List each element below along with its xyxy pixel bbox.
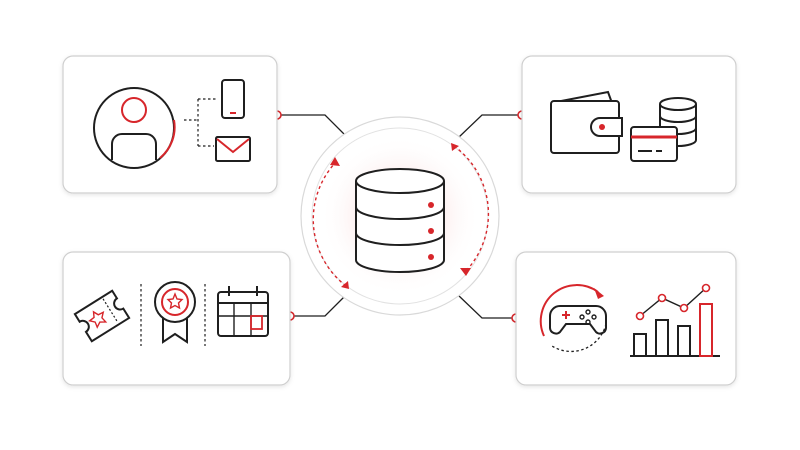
ticket-star-icon: [73, 289, 131, 343]
calendar-icon: [217, 286, 269, 337]
panel-gaming: [515, 251, 737, 386]
card-payments: [521, 55, 737, 194]
gamepad-refresh-icon: [539, 284, 607, 353]
connector-identity: [277, 114, 349, 139]
award-ribbon-icon: [154, 281, 196, 344]
smartphone-icon: [221, 79, 245, 119]
envelope-icon: [215, 136, 251, 162]
panel-payments: [521, 55, 737, 194]
database-icon: [355, 168, 445, 273]
sync-arrows-icon: [312, 145, 490, 287]
user-avatar-icon: [93, 87, 176, 169]
wallet-icon: [550, 90, 623, 154]
dotted-links: [184, 98, 216, 147]
connector-gaming: [457, 294, 516, 319]
panel-identity: [62, 55, 278, 194]
growth-chart-icon: [630, 283, 720, 357]
connectors: [277, 114, 522, 319]
panel-loyalty: [62, 251, 291, 386]
sync-arrowheads: [330, 143, 471, 289]
center-hub: [300, 116, 500, 316]
connector-payments: [457, 114, 522, 139]
card-identity: [62, 55, 278, 194]
connector-loyalty: [290, 292, 349, 317]
credit-card-icon: [630, 126, 678, 162]
